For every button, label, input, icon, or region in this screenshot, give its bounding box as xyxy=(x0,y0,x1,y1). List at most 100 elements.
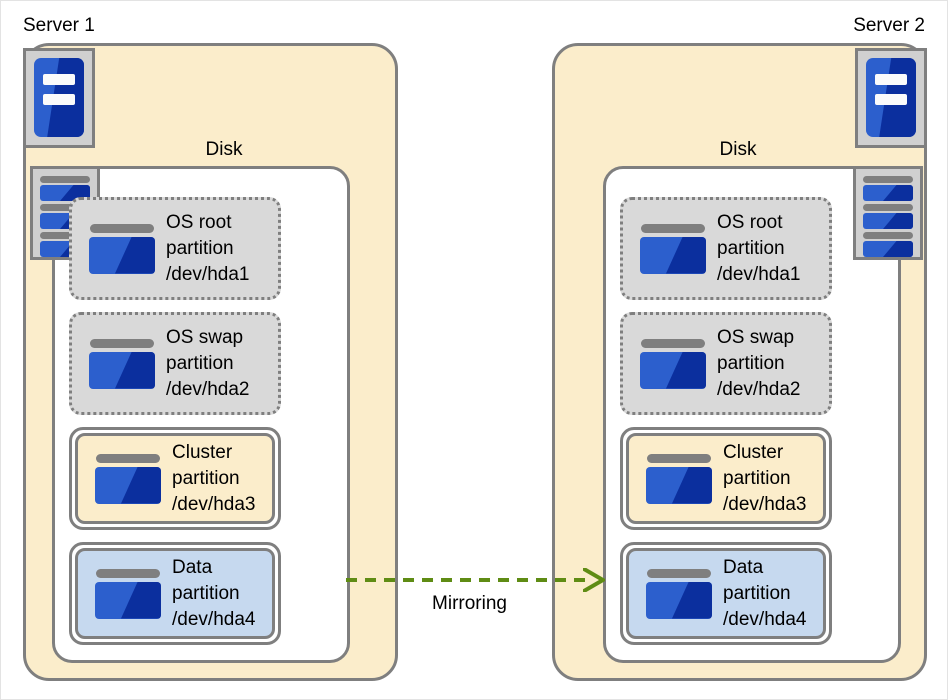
server-tower-bar-1 xyxy=(43,74,75,85)
disk-label-line-1: Disk xyxy=(205,139,243,160)
partition-icon-plate xyxy=(89,351,155,389)
partition-icon-plate xyxy=(640,351,706,389)
server-2-title: Server 2 xyxy=(853,15,925,36)
disk-partition-icon xyxy=(646,568,712,619)
partition-icon-plate xyxy=(646,466,712,504)
partition-icon-plate xyxy=(640,236,706,274)
partition-data[interactable]: Data partition /dev/hda4 xyxy=(69,542,281,645)
partition-os-root-text: OS root partition /dev/hda1 xyxy=(166,210,249,288)
disk-stack-plate-shade xyxy=(883,213,913,229)
partition-line-3: /dev/hda2 xyxy=(166,378,250,400)
partition-line-2: partition xyxy=(166,352,234,374)
partition-os-root[interactable]: OS root partition /dev/hda1 xyxy=(69,197,281,300)
disk-stack-lid xyxy=(40,204,90,211)
partition-cluster-text: Cluster partition /dev/hda3 xyxy=(172,440,255,518)
partition-icon-lid xyxy=(96,453,160,463)
partition-os-swap-text: OS swap partition /dev/hda2 xyxy=(166,325,249,403)
partition-os-swap[interactable]: OS swap partition /dev/hda2 xyxy=(69,312,281,415)
partition-data-text: Data partition /dev/hda4 xyxy=(723,555,806,633)
partition-icon-lid xyxy=(90,338,154,348)
partition-icon-shade xyxy=(672,581,712,619)
server-tower-bar-2 xyxy=(875,94,907,105)
partition-line-2: partition xyxy=(717,237,785,259)
partition-line-3: /dev/hda2 xyxy=(717,378,801,400)
partition-line-3: /dev/hda1 xyxy=(717,263,801,285)
partition-icon-lid xyxy=(96,568,160,578)
partition-cluster-inner: Cluster partition /dev/hda3 xyxy=(75,433,275,524)
partition-line-1: OS root xyxy=(166,211,232,233)
server-2-disk-box: OS root partition /dev/hda1 OS swap part… xyxy=(603,166,923,663)
disk-stack-unit-1 xyxy=(863,176,913,201)
disk-stack-unit-3 xyxy=(863,232,913,257)
disk-stack-lid xyxy=(863,176,913,183)
partition-os-root-text: OS root partition /dev/hda1 xyxy=(717,210,800,288)
partition-icon-shade xyxy=(121,581,161,619)
server-2-box: Disk /dev/hda xyxy=(552,43,927,681)
disk-stack-plate-shade xyxy=(883,241,913,257)
disk-stack-plate xyxy=(863,241,913,257)
partition-icon-lid xyxy=(90,223,154,233)
partition-line-3: /dev/hda4 xyxy=(723,608,807,630)
partition-os-swap[interactable]: OS swap partition /dev/hda2 xyxy=(620,312,832,415)
partition-os-root[interactable]: OS root partition /dev/hda1 xyxy=(620,197,832,300)
mirroring-label: Mirroring xyxy=(432,593,507,614)
partition-icon-shade xyxy=(121,466,161,504)
partition-cluster-text: Cluster partition /dev/hda3 xyxy=(723,440,806,518)
disk-partition-icon xyxy=(640,223,706,274)
server-tower-icon xyxy=(23,48,95,148)
partition-icon-shade xyxy=(666,351,706,389)
server-tower-body xyxy=(34,58,84,137)
partition-icon-shade xyxy=(115,351,155,389)
partition-data[interactable]: Data partition /dev/hda4 xyxy=(620,542,832,645)
disk-partition-icon xyxy=(89,338,155,389)
partition-line-1: OS swap xyxy=(166,326,244,348)
partition-icon-shade xyxy=(666,236,706,274)
disk-partition-icon xyxy=(89,223,155,274)
partition-line-1: Cluster xyxy=(723,441,784,463)
partition-icon-plate xyxy=(89,236,155,274)
partition-cluster-inner: Cluster partition /dev/hda3 xyxy=(626,433,826,524)
partition-os-swap-text: OS swap partition /dev/hda2 xyxy=(717,325,800,403)
partition-icon-lid xyxy=(641,223,705,233)
disk-stack-unit-2 xyxy=(863,204,913,229)
partition-cluster[interactable]: Cluster partition /dev/hda3 xyxy=(69,427,281,530)
partition-line-2: partition xyxy=(723,582,791,604)
partition-cluster[interactable]: Cluster partition /dev/hda3 xyxy=(620,427,832,530)
partition-line-3: /dev/hda3 xyxy=(723,493,807,515)
partition-line-1: Data xyxy=(723,556,764,578)
partition-icon-lid xyxy=(647,568,711,578)
partition-line-1: OS swap xyxy=(717,326,795,348)
partition-line-2: partition xyxy=(172,467,240,489)
disk-stack-lid xyxy=(40,176,90,183)
partition-data-text: Data partition /dev/hda4 xyxy=(172,555,255,633)
partition-line-3: /dev/hda1 xyxy=(166,263,250,285)
partition-icon-plate xyxy=(646,581,712,619)
disk-stack-lid xyxy=(863,204,913,211)
partition-line-2: partition xyxy=(723,467,791,489)
partition-line-3: /dev/hda3 xyxy=(172,493,256,515)
disk-partition-icon xyxy=(646,453,712,504)
partition-icon-lid xyxy=(647,453,711,463)
partition-data-inner: Data partition /dev/hda4 xyxy=(75,548,275,639)
partition-icon-plate xyxy=(95,466,161,504)
partition-line-2: partition xyxy=(166,237,234,259)
disk-stack-plate xyxy=(863,185,913,201)
disk-partition-icon xyxy=(640,338,706,389)
server-1-title: Server 1 xyxy=(23,15,95,36)
partition-icon-shade xyxy=(672,466,712,504)
disk-stack-plate xyxy=(863,213,913,229)
mirroring-dashed-line xyxy=(346,578,593,582)
partition-icon-plate xyxy=(95,581,161,619)
partition-line-2: partition xyxy=(717,352,785,374)
disk-stack-plate-shade xyxy=(883,185,913,201)
disk-label-line-1: Disk xyxy=(719,139,757,160)
partition-line-1: Cluster xyxy=(172,441,233,463)
disk-stack-lid xyxy=(863,232,913,239)
disk-stack-icon xyxy=(853,166,923,260)
partition-line-1: Data xyxy=(172,556,213,578)
server-tower-bar-1 xyxy=(875,74,907,85)
server-tower-bar-2 xyxy=(43,94,75,105)
disk-stack-lid xyxy=(40,232,90,239)
partition-data-inner: Data partition /dev/hda4 xyxy=(626,548,826,639)
